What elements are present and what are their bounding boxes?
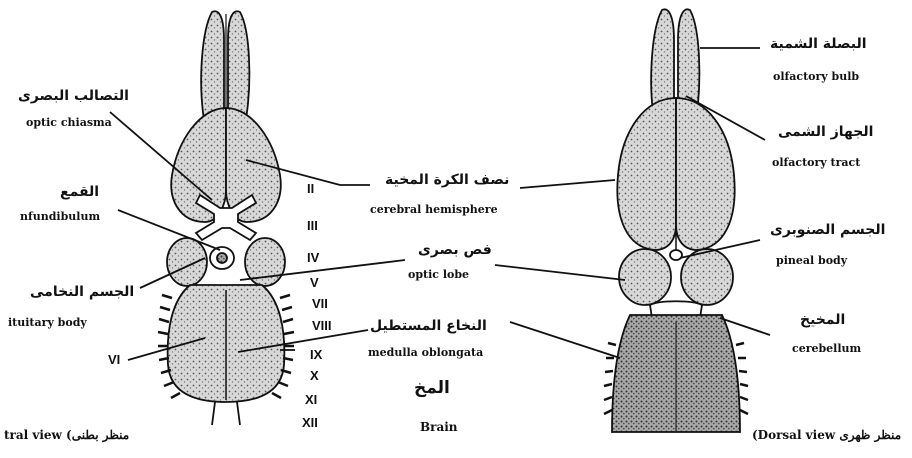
nerve-v-label: V: [310, 275, 319, 290]
brain-title: Brain: [420, 420, 458, 434]
optic-chiasma-label-ar: التصالب البصرى: [18, 88, 129, 104]
cerebral-hemisphere-label: cerebral hemisphere: [370, 203, 498, 216]
optic-lobe-label-ar: فص بصرى: [418, 242, 492, 258]
olfactory-bulb-label: olfactory bulb: [773, 70, 859, 83]
nerve-viii-label: VIII: [312, 318, 332, 333]
ventral-view-caption: tral view (منظر بطنى: [4, 428, 129, 442]
cerebellum-label: cerebellum: [792, 342, 861, 355]
nerve-vii-label: VII: [312, 296, 328, 311]
medulla-oblongata-label-ar: النخاع المستطيل: [370, 318, 487, 334]
infundibulum-label: nfundibulum: [20, 210, 100, 223]
pineal-body-label-ar: الجسم الصنوبرى: [770, 222, 885, 238]
nerve-xii-label: XII: [302, 415, 318, 430]
nerve-x-label: X: [310, 368, 319, 383]
pineal-body-label: pineal body: [776, 254, 847, 267]
optic-lobe-label: optic lobe: [408, 268, 469, 281]
pituitary-body-label-ar: الجسم النخامى: [30, 284, 134, 300]
brain-title-ar: المخ: [414, 378, 450, 398]
nerve-iv-label: IV: [307, 250, 319, 265]
olfactory-bulb-label-ar: البصلة الشمية: [770, 36, 867, 52]
medulla-oblongata-label: medulla oblongata: [368, 346, 483, 359]
olfactory-tract-label: olfactory tract: [772, 156, 860, 169]
optic-chiasma-label: optic chiasma: [26, 116, 112, 129]
nerve-vi-label: VI: [108, 352, 120, 367]
cerebral-hemisphere-label-ar: نصف الكرة المخية: [385, 172, 509, 188]
pituitary-body-label: ituitary body: [8, 316, 87, 329]
nerve-xi-label: XI: [305, 392, 317, 407]
cerebellum-label-ar: المخيخ: [800, 312, 845, 328]
nerve-ix-label: IX: [310, 347, 322, 362]
nerve-iii-label: III: [307, 218, 318, 233]
dorsal-view-caption: (Dorsal view منظر ظهرى: [752, 428, 901, 442]
infundibulum-label-ar: القمع: [60, 184, 99, 200]
olfactory-tract-label-ar: الجهاز الشمى: [778, 124, 873, 140]
nerve-ii-label: II: [307, 181, 314, 196]
